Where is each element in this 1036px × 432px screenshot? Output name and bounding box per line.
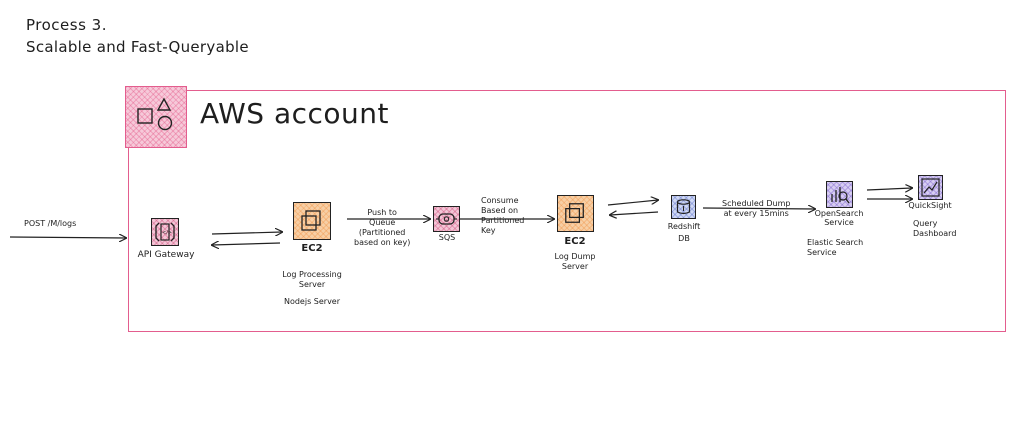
opensearch-caption-1: Elastic Search bbox=[807, 238, 864, 247]
api-gateway-node[interactable]: </> bbox=[151, 218, 179, 246]
ec2-dump-caption-2: Server bbox=[561, 262, 589, 271]
redshift-caption: DB bbox=[678, 234, 690, 243]
opensearch-label-1: OpenSearch bbox=[814, 209, 864, 218]
ec2-dump-node[interactable] bbox=[557, 195, 594, 232]
quicksight-icon bbox=[921, 178, 940, 197]
arrow-redshift-to-ec2 bbox=[610, 212, 659, 215]
arrow-opensearch-to-quicksight-1 bbox=[866, 188, 912, 190]
ec2-processing-caption-3: Nodejs Server bbox=[283, 297, 341, 306]
scheduled-dump-label: Scheduled Dump at every 15mins bbox=[722, 199, 791, 218]
ec2-processing-node[interactable] bbox=[293, 202, 331, 240]
quicksight-label: QuickSight bbox=[908, 201, 952, 210]
sqs-label: SQS bbox=[438, 233, 456, 242]
ec2-icon bbox=[565, 203, 584, 223]
request-label: POST /M/logs bbox=[24, 219, 77, 228]
diagram-title-line2: Scalable and Fast-Queryable bbox=[26, 38, 249, 56]
api-gateway-icon: </> bbox=[155, 222, 175, 242]
arrow-api-to-ec2 bbox=[211, 232, 282, 234]
opensearch-caption-2: Service bbox=[807, 248, 837, 257]
arrow-ec2-to-api bbox=[212, 243, 281, 245]
consume-label: Consume Based on Partitioned Key bbox=[481, 196, 525, 235]
svg-text:</>: </> bbox=[162, 230, 172, 236]
ec2-icon bbox=[301, 210, 321, 231]
ec2-processing-caption-1: Log Processing bbox=[282, 270, 342, 279]
aws-account-label: AWS account bbox=[200, 97, 390, 130]
ec2-dump-label: EC2 bbox=[564, 236, 586, 247]
sqs-node[interactable] bbox=[433, 206, 460, 232]
opensearch-node[interactable] bbox=[826, 181, 853, 208]
shapes-icon bbox=[137, 97, 173, 131]
api-gateway-label: API Gateway bbox=[137, 250, 195, 260]
aws-account-icon bbox=[125, 86, 187, 148]
redshift-node[interactable] bbox=[671, 195, 696, 219]
ec2-processing-label: EC2 bbox=[301, 243, 323, 254]
ec2-processing-caption-2: Server bbox=[298, 280, 326, 289]
aws-account-boundary bbox=[128, 90, 1006, 332]
ec2-dump-caption-1: Log Dump bbox=[554, 252, 596, 261]
quicksight-caption-2: Dashboard bbox=[913, 229, 957, 238]
arrow-ec2-to-redshift bbox=[607, 200, 658, 206]
quicksight-node[interactable] bbox=[918, 175, 943, 200]
push-to-queue-label: Push to Queue (Partitioned based on key) bbox=[354, 208, 411, 247]
redshift-icon bbox=[676, 199, 691, 215]
arrow-redshift-to-opensearch bbox=[702, 208, 815, 209]
opensearch-label-2: Service bbox=[824, 218, 854, 227]
quicksight-caption-1: Query bbox=[913, 219, 938, 228]
arrow-client-to-api bbox=[9, 237, 126, 238]
diagram-title-line1: Process 3. bbox=[26, 16, 107, 34]
redshift-label: Redshift bbox=[667, 222, 701, 231]
opensearch-icon bbox=[831, 187, 850, 204]
sqs-icon bbox=[436, 213, 457, 225]
